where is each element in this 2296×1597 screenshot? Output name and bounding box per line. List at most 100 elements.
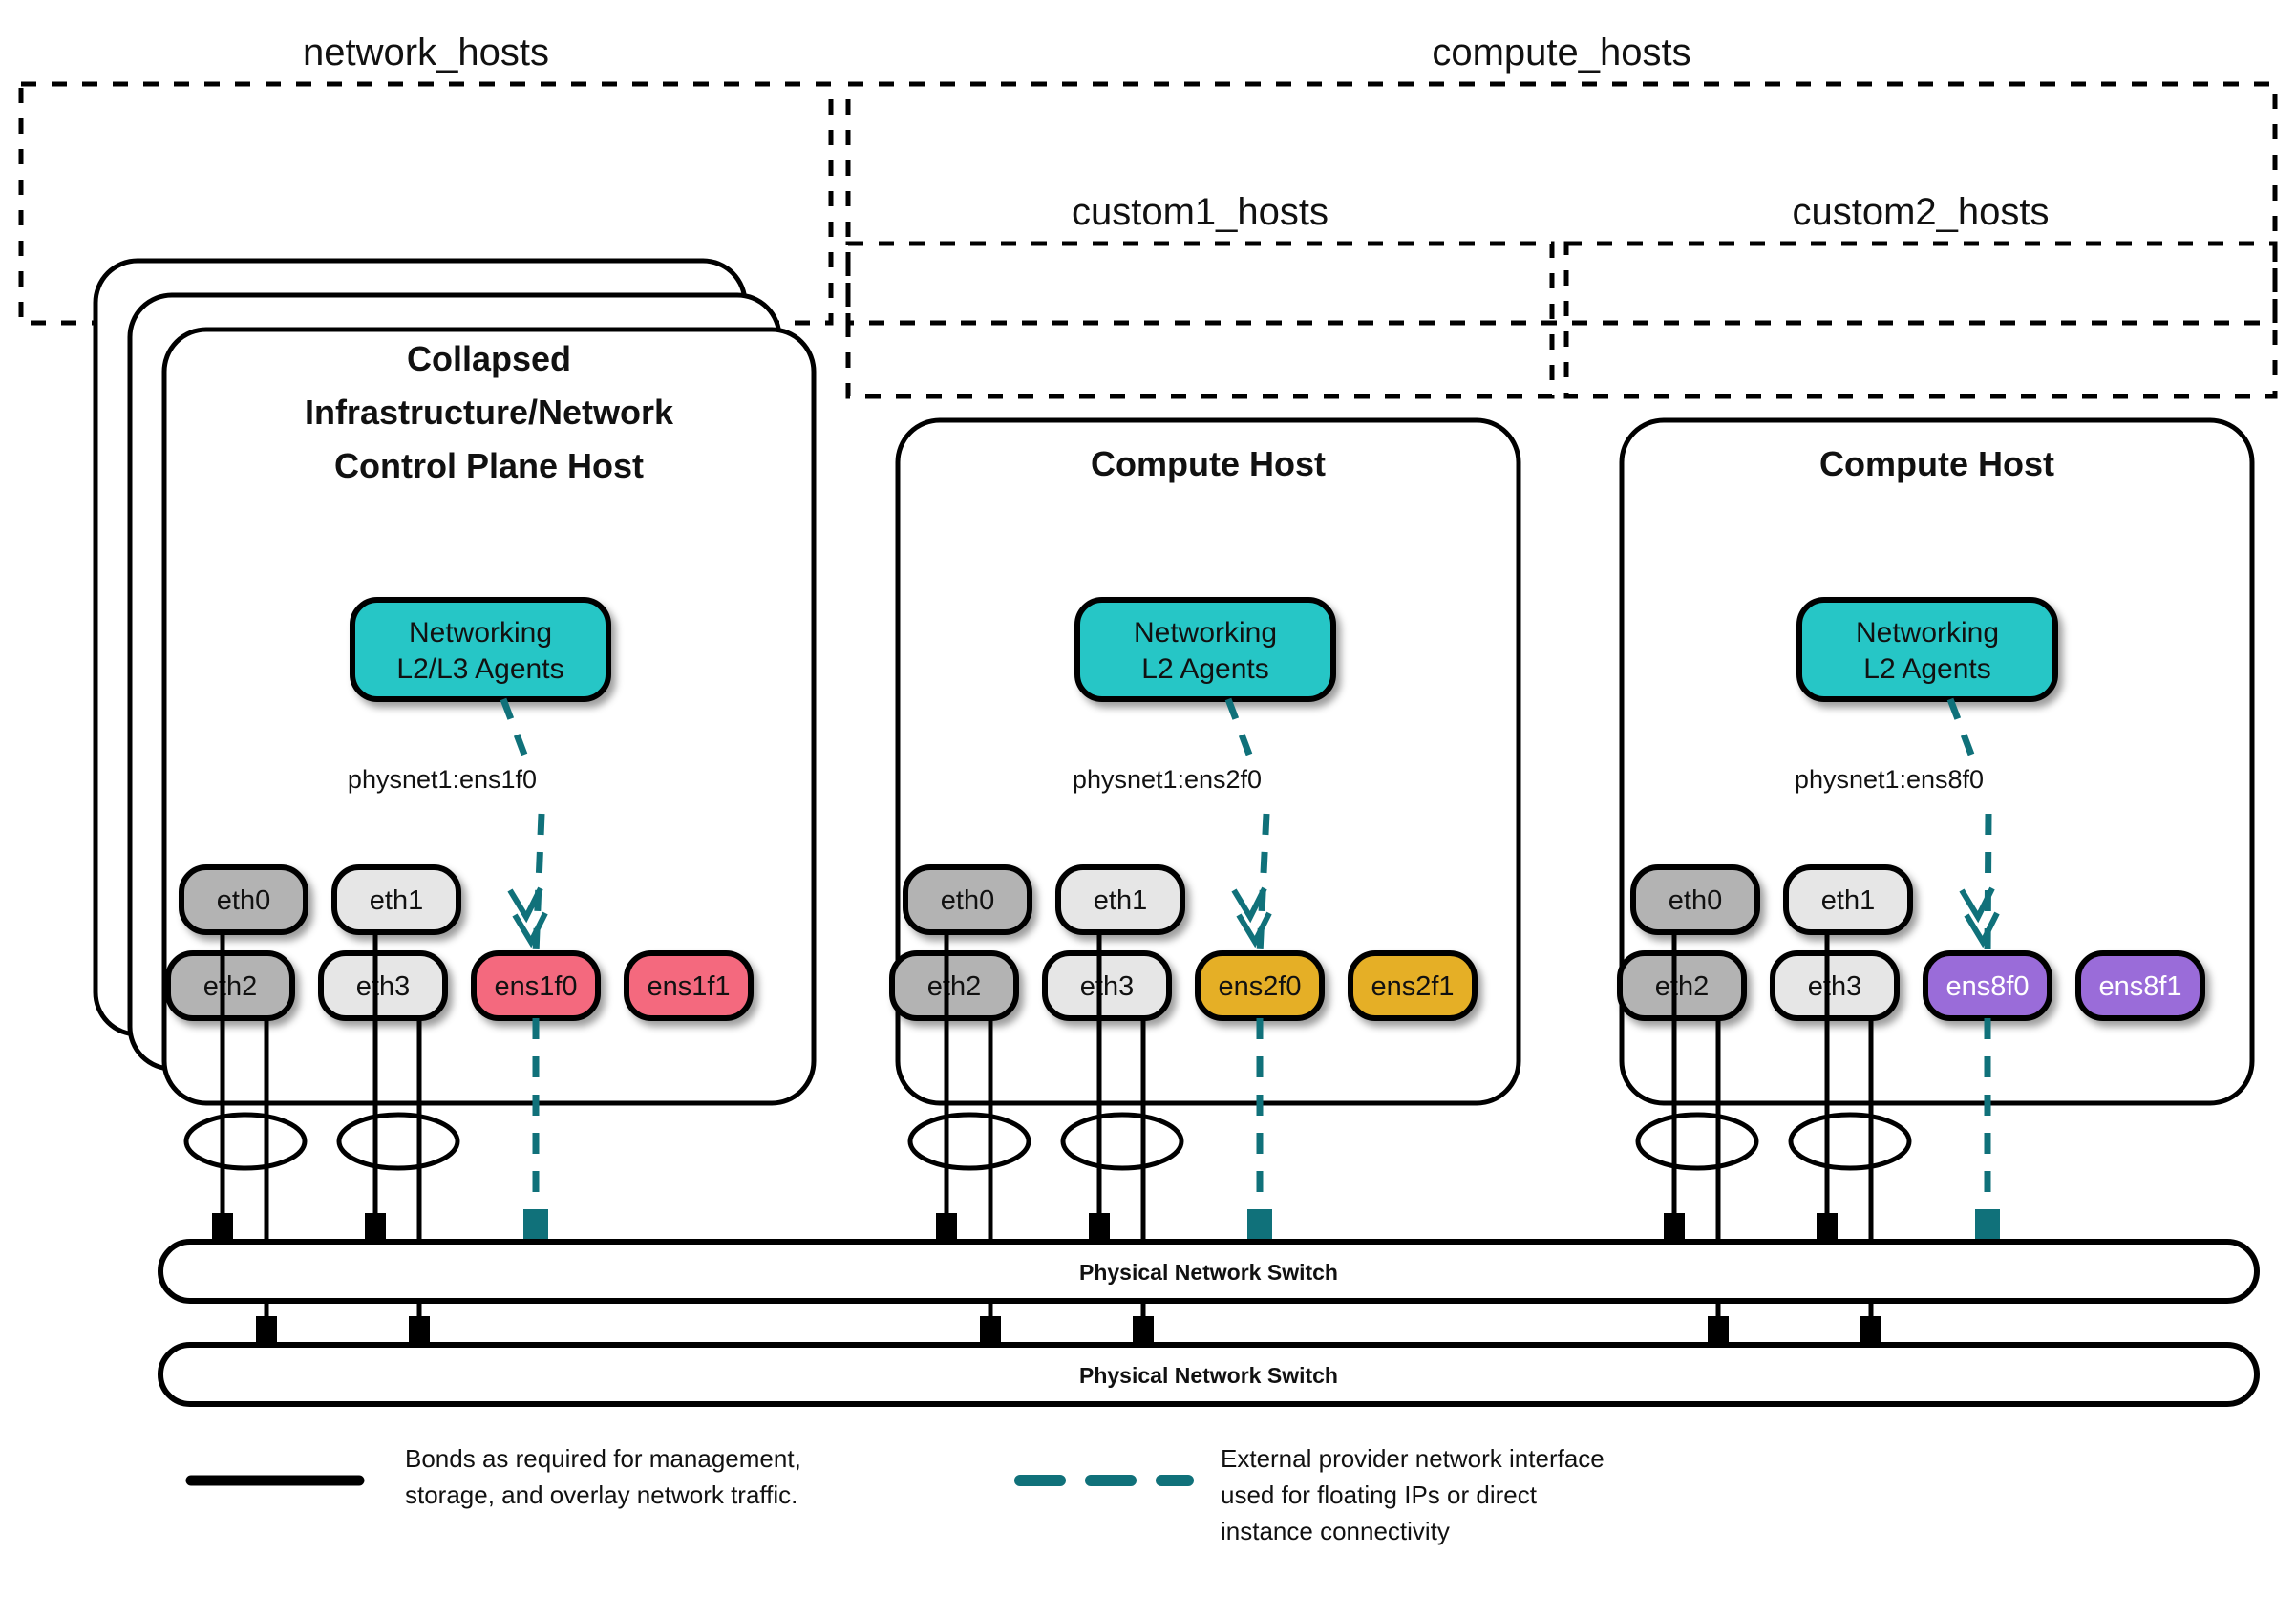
nic-label: ens1f1: [647, 971, 730, 1002]
group-network_hosts: network_hosts: [18, 32, 834, 326]
nic-ens1f1[interactable]: ens1f1: [624, 950, 754, 1021]
switch-port-connector: [1089, 1213, 1110, 1242]
nic-eth2[interactable]: eth2: [1617, 950, 1747, 1021]
host-card-face: [1619, 417, 2255, 1106]
nic-label: ens2f0: [1218, 971, 1301, 1002]
nic-ens2f0[interactable]: ens2f0: [1195, 950, 1325, 1021]
nic-eth3[interactable]: eth3: [318, 950, 448, 1021]
host-card-face: [161, 327, 817, 1106]
legend-description-line: storage, and overlay network traffic.: [405, 1480, 797, 1509]
nic-eth0[interactable]: eth0: [903, 864, 1032, 935]
nic-label: eth0: [1669, 885, 1722, 916]
nic-pill: [179, 864, 308, 935]
nic-label: eth3: [356, 971, 410, 1002]
nic-ens2f1[interactable]: ens2f1: [1348, 950, 1478, 1021]
switch-label: Physical Network Switch: [1079, 1260, 1338, 1285]
provider-network-link: [1224, 697, 1272, 1242]
nic-eth3[interactable]: eth3: [1770, 950, 1900, 1021]
networking-agents-node[interactable]: Networking L2 Agents: [1074, 597, 1336, 702]
provider-network-link: [1946, 697, 2000, 1242]
nic-pill: [2075, 950, 2205, 1021]
physnet-label: physnet1:ens1f0: [348, 765, 537, 794]
bond-group: [336, 932, 460, 1345]
physnet-label: physnet1:ens2f0: [1073, 765, 1262, 794]
provider-link-upper: [500, 697, 528, 756]
agent-label-line: L2/L3 Agents: [396, 653, 563, 685]
nic-eth2[interactable]: eth2: [165, 950, 295, 1021]
nic-pill: [165, 950, 295, 1021]
agent-label-line: L2 Agents: [1141, 653, 1268, 685]
nic-label: ens8f1: [2098, 971, 2181, 1002]
nic-label: ens8f0: [1945, 971, 2029, 1002]
nic-pill: [1630, 864, 1760, 935]
host-title-line: Infrastructure/Network: [305, 393, 674, 432]
nic-eth1[interactable]: eth1: [331, 864, 461, 935]
nic-eth2[interactable]: eth2: [889, 950, 1019, 1021]
agent-label-line: L2 Agents: [1863, 653, 1990, 685]
nic-eth1[interactable]: eth1: [1783, 864, 1913, 935]
nic-eth3[interactable]: eth3: [1042, 950, 1172, 1021]
switch-port-connector: [1133, 1316, 1154, 1345]
nic-pill: [331, 864, 461, 935]
group-compute_hosts: compute_hosts: [845, 32, 2278, 326]
switch-port-connector: [1860, 1316, 1881, 1345]
switch-port-connector: [980, 1316, 1001, 1345]
group-custom1_hosts: custom1_hosts: [845, 191, 1555, 399]
group-label-network_hosts: network_hosts: [303, 32, 549, 74]
host-title-line: Control Plane Host: [334, 446, 644, 485]
nic-ens1f0[interactable]: ens1f0: [471, 950, 601, 1021]
nic-ens8f1[interactable]: ens8f1: [2075, 950, 2205, 1021]
nic-pill: [1042, 950, 1172, 1021]
provider-arrowhead: [1964, 911, 2000, 948]
bond-ellipse: [183, 1112, 308, 1171]
group-label-compute_hosts: compute_hosts: [1432, 32, 1690, 74]
legend-description-line: used for floating IPs or direct: [1221, 1480, 1538, 1509]
provider-arrowhead: [507, 886, 543, 924]
switch-port-connector: [256, 1316, 277, 1345]
switch-port-connector-provider: [1975, 1209, 2000, 1242]
group-label-custom1_hosts: custom1_hosts: [1072, 191, 1329, 233]
switch-port-connector-provider: [1247, 1209, 1272, 1242]
provider-arrowhead: [512, 911, 548, 948]
nic-eth0[interactable]: eth0: [1630, 864, 1760, 935]
group-label-custom2_hosts: custom2_hosts: [1792, 191, 2049, 233]
networking-agents-node[interactable]: Networking L2 Agents: [1796, 597, 2058, 702]
switch-switch-bottom[interactable]: Physical Network Switch: [158, 1342, 2260, 1407]
switch-port-connector: [409, 1316, 430, 1345]
provider-link-upper: [1224, 697, 1253, 756]
bond-ellipse: [1635, 1112, 1759, 1171]
switch-bar: [158, 1239, 2260, 1304]
group-boundary-custom2_hosts: [1563, 241, 2278, 399]
agent-label-line: Networking: [1134, 617, 1277, 649]
host-card-face: [895, 417, 1521, 1106]
nic-pill: [1770, 950, 1900, 1021]
switch-switch-top[interactable]: Physical Network Switch: [158, 1239, 2260, 1304]
nic-ens8f0[interactable]: ens8f0: [1923, 950, 2052, 1021]
provider-network-link: [500, 697, 548, 1242]
bond-ellipse: [336, 1112, 460, 1171]
nic-pill: [1348, 950, 1478, 1021]
provider-arrowhead: [1236, 911, 1272, 948]
group-boundary-compute_hosts: [845, 81, 2278, 326]
switch-bar: [158, 1342, 2260, 1407]
legend: Bonds as required for management, storage…: [185, 1444, 1605, 1545]
switch-port-connector: [212, 1213, 233, 1242]
nic-label: eth1: [370, 885, 423, 916]
nic-label: eth1: [1821, 885, 1875, 916]
nic-eth1[interactable]: eth1: [1055, 864, 1185, 935]
nic-pill: [1783, 864, 1913, 935]
bond-ellipse: [1788, 1112, 1912, 1171]
nic-label: eth2: [1655, 971, 1709, 1002]
host-title-line: Compute Host: [1091, 444, 1326, 483]
nic-eth0[interactable]: eth0: [179, 864, 308, 935]
agent-label-line: Networking: [1856, 617, 1999, 649]
nic-label: eth3: [1080, 971, 1134, 1002]
nic-pill: [624, 950, 754, 1021]
nic-pill: [318, 950, 448, 1021]
legend-description-line: Bonds as required for management,: [405, 1444, 801, 1473]
